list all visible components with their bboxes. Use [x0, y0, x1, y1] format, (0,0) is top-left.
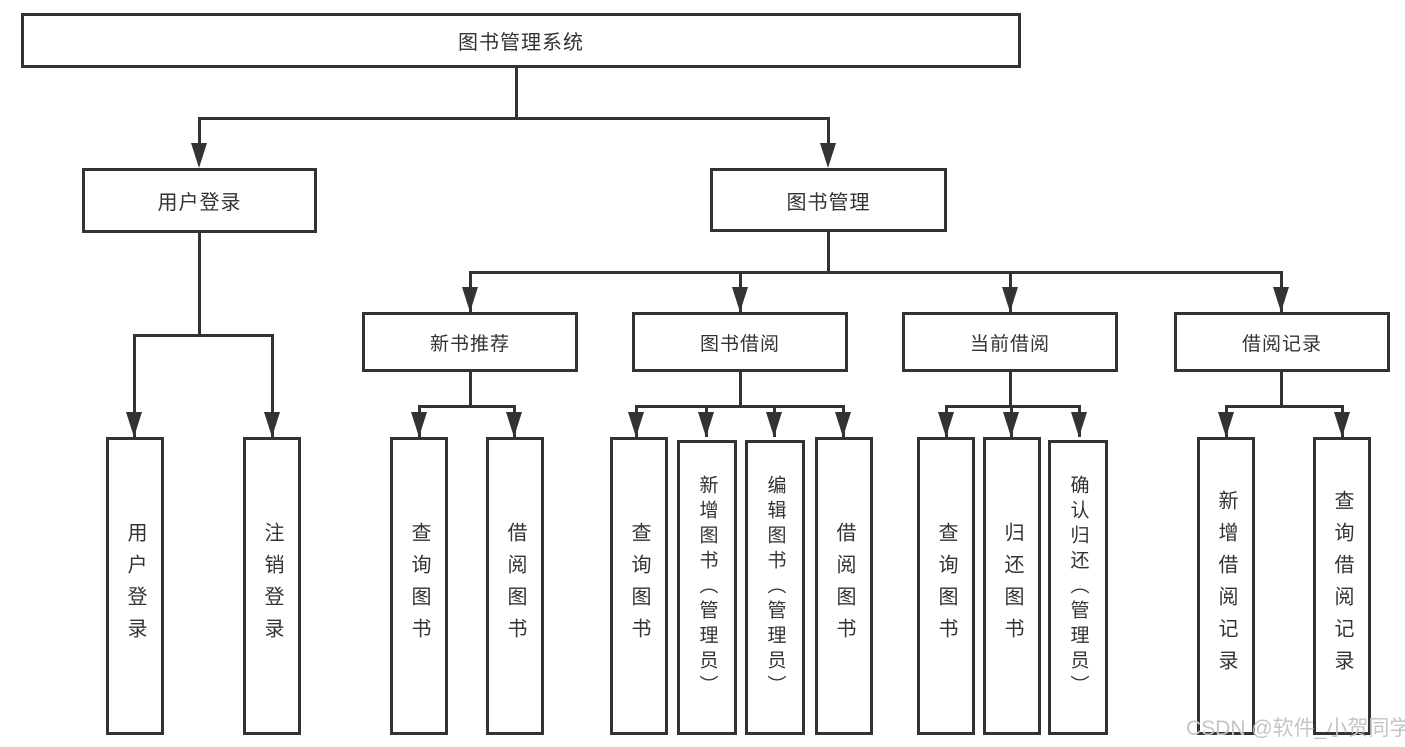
connector-line — [827, 232, 830, 274]
node-query-books-borrow: 查询图书 — [610, 437, 668, 735]
node-borrow-books-leaf: 借阅图书 — [815, 437, 873, 735]
node-label: 新增借阅记录 — [1215, 490, 1237, 682]
node-borrow-records: 借阅记录 — [1174, 312, 1390, 372]
arrow-down — [628, 412, 644, 437]
arrow-down — [698, 412, 714, 437]
node-label: 借阅图书 — [833, 522, 855, 650]
node-user-login: 用户登录 — [82, 168, 317, 233]
node-logout: 注销登录 — [243, 437, 301, 735]
node-label: 图书管理 — [786, 191, 871, 214]
connector-line — [1009, 372, 1012, 408]
node-label: 新增图书（管理员） — [696, 475, 718, 700]
node-book-borrow: 图书借阅 — [632, 312, 848, 372]
connector-line — [1225, 405, 1344, 408]
node-label: 查询图书 — [628, 522, 650, 650]
connector-line — [271, 334, 274, 437]
arrow-down — [462, 287, 478, 312]
arrow-down — [1071, 412, 1087, 437]
node-label: 注销登录 — [261, 522, 283, 650]
connector-line — [133, 334, 274, 337]
arrow-down — [1334, 412, 1350, 437]
connector-line — [635, 405, 845, 408]
node-add-book-admin: 新增图书（管理员） — [677, 440, 737, 735]
connector-line — [198, 233, 201, 337]
connector-line — [827, 117, 830, 155]
arrow-down — [938, 412, 954, 437]
arrow-down — [732, 287, 748, 312]
node-label: 查询图书 — [408, 522, 430, 650]
connector-line — [739, 372, 742, 408]
node-confirm-return-admin: 确认归还（管理员） — [1048, 440, 1108, 735]
node-book-management: 图书管理 — [710, 168, 947, 232]
arrow-down — [1273, 287, 1289, 312]
node-borrow-books-recommend: 借阅图书 — [486, 437, 544, 735]
arrow-down — [1218, 412, 1234, 437]
node-label: 查询图书 — [935, 522, 957, 650]
connector-line — [469, 271, 1283, 274]
node-label: 新书推荐 — [429, 333, 510, 355]
node-user-login-leaf: 用户登录 — [106, 437, 164, 735]
node-current-borrow: 当前借阅 — [902, 312, 1118, 372]
arrow-down — [1003, 412, 1019, 437]
node-label: 借阅图书 — [504, 522, 526, 650]
node-label: 归还图书 — [1001, 522, 1023, 650]
arrow-down — [766, 412, 782, 437]
arrow-down — [191, 143, 207, 168]
node-query-borrow-record: 查询借阅记录 — [1313, 437, 1371, 735]
node-new-book-recommend: 新书推荐 — [362, 312, 578, 372]
node-label: 用户登录 — [157, 192, 242, 214]
connector-line — [469, 372, 472, 408]
arrow-down — [1002, 287, 1018, 312]
node-library-management-system: 图书管理系统 — [21, 13, 1021, 68]
node-add-borrow-record: 新增借阅记录 — [1197, 437, 1255, 735]
node-label: 编辑图书（管理员） — [764, 475, 786, 700]
connector-line — [133, 334, 136, 437]
node-query-books-recommend: 查询图书 — [390, 437, 448, 735]
connector-line — [198, 117, 830, 120]
arrow-down — [506, 412, 522, 437]
node-label: 借阅记录 — [1241, 333, 1322, 355]
arrow-down — [411, 412, 427, 437]
node-label: 当前借阅 — [969, 333, 1050, 355]
csdn-watermark: CSDN @软件_小贺同学 — [1186, 717, 1405, 740]
connector-line — [515, 68, 518, 120]
connector-line — [198, 117, 201, 155]
arrow-down — [820, 143, 836, 168]
arrow-down — [126, 412, 142, 437]
node-label: 图书借阅 — [699, 333, 780, 355]
arrow-down — [835, 412, 851, 437]
arrow-down — [264, 412, 280, 437]
connector-line — [945, 405, 1081, 408]
connector-line — [1280, 372, 1283, 408]
node-label: 用户登录 — [124, 522, 146, 650]
node-return-book: 归还图书 — [983, 437, 1041, 735]
node-label: 图书管理系统 — [458, 32, 584, 54]
node-edit-book-admin: 编辑图书（管理员） — [745, 440, 805, 735]
node-label: 查询借阅记录 — [1331, 490, 1353, 682]
node-query-books-current: 查询图书 — [917, 437, 975, 735]
connector-line — [418, 405, 516, 408]
node-label: 确认归还（管理员） — [1067, 475, 1089, 700]
